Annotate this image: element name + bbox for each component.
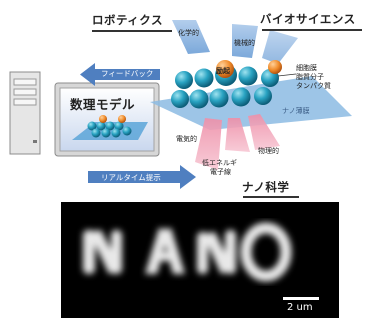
electrical-input-ray — [195, 118, 222, 170]
microscopy-image: 2 um — [61, 202, 339, 318]
lipid-label: 脂質分子 — [296, 73, 324, 81]
nanoscience-title: ナノ科学 — [242, 180, 290, 194]
scale-bar-label: 2 um — [287, 302, 313, 313]
biosci-input-ray — [262, 30, 298, 64]
computer-tower-icon — [9, 71, 41, 155]
protein-label: タンパク質 — [296, 82, 331, 90]
bioscience-title: バイオサイエンス — [260, 12, 356, 26]
feedback-arrow — [80, 63, 160, 86]
chemical-label: 化学的 — [178, 29, 199, 37]
mechanical-label: 機械的 — [234, 39, 255, 47]
robotics-underline — [92, 30, 172, 32]
nano-text-fluorescence — [83, 222, 319, 300]
bioscience-underline — [262, 29, 362, 31]
nanoscience-underline — [243, 196, 299, 198]
realtime-label: リアルタイム提示 — [101, 173, 161, 182]
chemical-input-ray — [172, 20, 210, 54]
nano-robotics-diagram — [9, 20, 352, 189]
scale-bar — [283, 297, 319, 300]
nano-membrane-label: ナノ薄膜 — [282, 107, 310, 115]
low-energy-input-ray — [225, 118, 250, 152]
low-energy-label-2: 電子線 — [210, 168, 231, 176]
physical-label: 物理的 — [258, 147, 279, 155]
membrane-label: 細胞膜 — [296, 64, 317, 72]
mechanical-input-ray — [232, 24, 258, 58]
monitor-icon — [54, 82, 160, 157]
physical-input-ray — [248, 114, 280, 150]
realtime-arrow — [88, 165, 196, 189]
model-label: 数理モデル — [70, 97, 136, 112]
cell-spheres — [171, 60, 282, 109]
low-energy-label-1: 低エネルギ — [202, 159, 237, 167]
ignition-label: 励起 — [216, 67, 230, 75]
feedback-label: フィードバック — [101, 69, 154, 78]
membrane-pointer-line — [277, 73, 297, 77]
electrical-label: 電気的 — [176, 135, 197, 143]
robotics-title: ロボティクス — [92, 13, 163, 27]
nano-membrane — [150, 76, 352, 130]
